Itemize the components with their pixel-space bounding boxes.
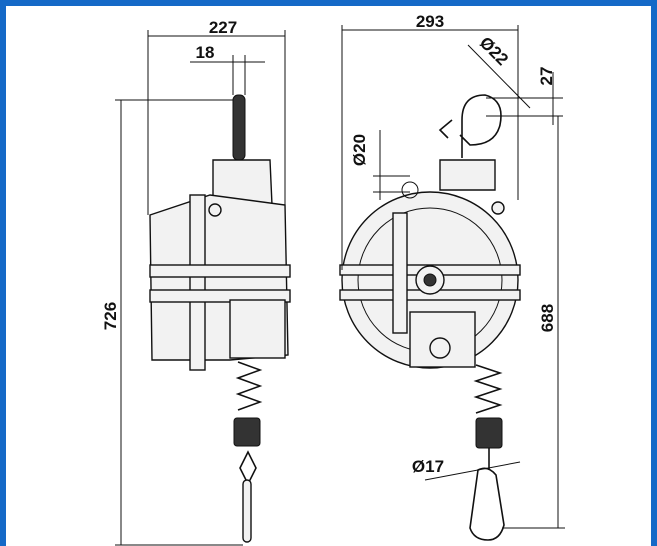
front-pulley <box>429 337 451 359</box>
side-eye <box>239 450 257 486</box>
dim-hook-diameter: Ø22 <box>476 33 512 69</box>
side-cable-stop <box>233 417 261 447</box>
front-view <box>339 94 521 541</box>
technical-drawing: 227 18 726 <box>101 12 565 546</box>
side-bolt <box>208 203 222 217</box>
front-hub-center <box>423 273 437 287</box>
dim-side-height: 726 <box>101 302 120 330</box>
dim-front-height: 688 <box>538 304 557 332</box>
side-rail-bottom <box>149 289 291 303</box>
front-carabiner <box>469 467 505 541</box>
side-rail-top <box>149 264 291 278</box>
front-hook <box>459 94 502 158</box>
front-slot <box>392 212 408 334</box>
dim-hook-width: 18 <box>196 43 215 62</box>
side-view <box>149 94 291 543</box>
side-suspension-bar <box>232 94 246 161</box>
front-dimensions <box>341 25 565 529</box>
front-hook-latch <box>438 119 453 139</box>
side-plate <box>189 194 206 371</box>
front-cable-stop <box>475 417 503 449</box>
dim-hook-offset: 27 <box>537 67 556 86</box>
front-spring <box>473 364 503 414</box>
dim-carabiner-diameter: Ø17 <box>412 457 444 476</box>
front-bolt <box>491 201 505 215</box>
side-spring <box>235 361 263 411</box>
side-rod <box>242 479 252 543</box>
side-motor <box>229 299 286 359</box>
dim-side-width: 227 <box>209 18 237 37</box>
dim-eye-diameter: Ø20 <box>350 134 369 166</box>
dim-front-width: 293 <box>416 12 444 31</box>
drawing-frame: 227 18 726 <box>6 6 651 546</box>
side-dimensions <box>115 30 286 546</box>
front-top-bracket <box>439 159 496 191</box>
front-eye-ring <box>401 181 419 199</box>
